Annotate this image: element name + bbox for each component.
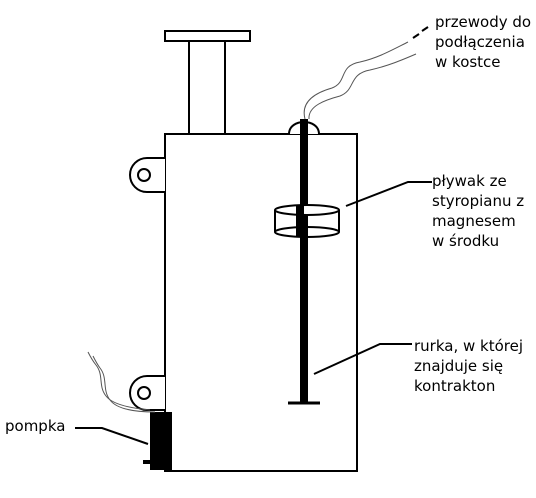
float-leader-line	[345, 181, 432, 207]
tube-label-line-1: rurka, w której	[414, 337, 524, 355]
mounting-ear-top	[129, 157, 165, 193]
float-label-line-4: w środku	[432, 232, 500, 250]
tube-label: rurka, w której znajduje się kontrakton	[414, 336, 523, 396]
pump-label-line-1: pompka	[5, 417, 66, 435]
pump-leader-line	[75, 427, 149, 445]
float-label: pływak ze styropianu z magnesem w środku	[432, 171, 524, 251]
pump-label: pompka	[5, 416, 65, 436]
tube-leader-line	[313, 343, 412, 375]
float-label-line-2: styropianu z	[432, 192, 525, 210]
wires-label: przewody do podłączenia w kostce	[435, 12, 531, 72]
wires	[303, 41, 417, 120]
float-label-line-1: pływak ze	[432, 172, 507, 190]
float-cylinder	[274, 204, 340, 238]
float-label-line-3: magnesem	[432, 212, 516, 230]
top-cap-plate	[164, 30, 251, 42]
tube-label-line-2: znajduje się	[414, 357, 504, 375]
tube-label-line-3: kontrakton	[414, 377, 496, 395]
reed-tube	[300, 119, 308, 402]
wire-dashes	[412, 26, 429, 39]
wires-label-line-3: w kostce	[435, 53, 501, 71]
container-body	[164, 133, 358, 472]
wires-label-line-2: podłączenia	[435, 33, 525, 51]
mounting-ear-bottom	[129, 375, 165, 411]
top-cap-stem	[188, 40, 226, 135]
wires-label-line-1: przewody do	[435, 13, 532, 31]
pump-body	[150, 412, 172, 470]
pump-wires	[87, 351, 156, 413]
